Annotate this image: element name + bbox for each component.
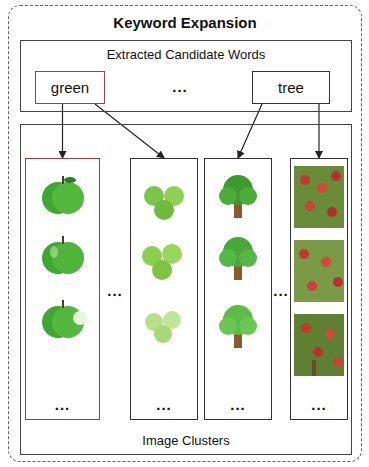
node-text: ... bbox=[55, 396, 71, 413]
node-text: ... bbox=[230, 396, 246, 413]
node-text: tree bbox=[278, 79, 304, 96]
arrow-connector bbox=[62, 104, 63, 158]
cluster-column: ... bbox=[130, 158, 198, 420]
apple-group-images bbox=[142, 186, 184, 343]
node-text: ... bbox=[311, 396, 327, 413]
apple-tree-photos bbox=[294, 166, 344, 376]
node-text: Image Clusters bbox=[142, 433, 229, 448]
ellipsis-label: ... bbox=[273, 282, 289, 299]
node-text: ... bbox=[156, 396, 172, 413]
outer-panel: Keyword ExpansionExtracted Candidate Wor… bbox=[8, 5, 362, 462]
node-text: green bbox=[51, 79, 89, 96]
word-box: green bbox=[35, 71, 105, 104]
cluster-column: ... bbox=[290, 158, 348, 420]
apple-images bbox=[42, 176, 87, 338]
image-clusters-box: Image Clusters............ bbox=[20, 124, 352, 455]
ellipsis-label: ... bbox=[172, 78, 188, 95]
arrow-connector bbox=[238, 104, 262, 158]
arrow-connector bbox=[95, 104, 164, 158]
arrow-connector bbox=[318, 104, 319, 158]
ellipsis-label: ... bbox=[107, 282, 123, 299]
node-text: Extracted Candidate Words bbox=[107, 47, 266, 62]
node-text: Keyword Expansion bbox=[113, 14, 256, 31]
candidate-words-box: Extracted Candidate Words green tree bbox=[20, 40, 352, 112]
cluster-column: ... bbox=[25, 158, 100, 420]
word-box: tree bbox=[252, 71, 330, 104]
cluster-column: ... bbox=[204, 158, 272, 420]
tree-images bbox=[219, 175, 257, 348]
